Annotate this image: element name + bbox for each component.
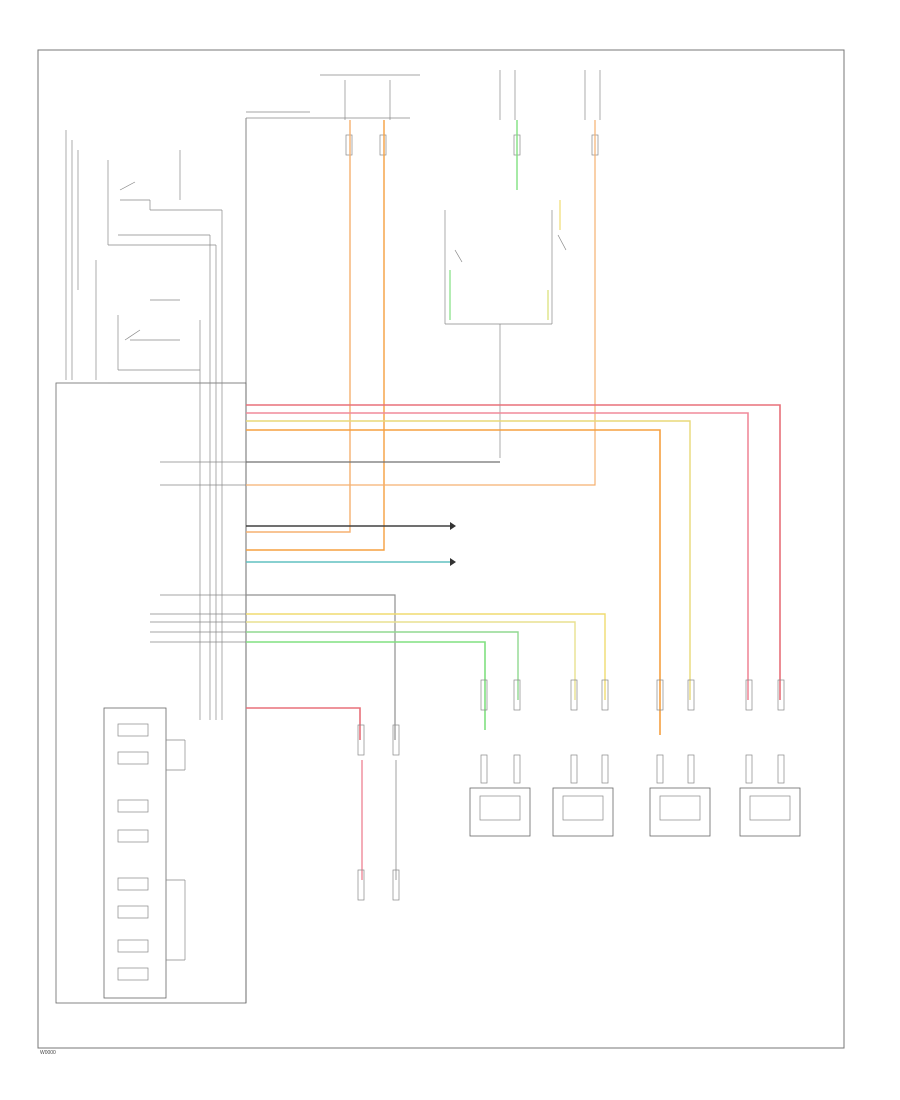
wheel-sensor-rr <box>552 787 614 837</box>
wire-red-1 <box>246 404 781 700</box>
wire-orange-top <box>246 120 351 533</box>
wire-yellow-top <box>246 120 385 551</box>
wheel-sensors <box>469 787 801 837</box>
relay-network <box>65 130 223 720</box>
wire-pink-1 <box>246 412 749 700</box>
footer-code: W0000 <box>40 1050 56 1056</box>
output-arrows <box>450 522 456 566</box>
wire-orange-1 <box>246 429 661 735</box>
wheel-sensor-lr <box>469 787 531 837</box>
wire-lgreen-2 <box>246 641 486 730</box>
connector-c-column <box>245 111 410 1003</box>
wire-yellow-2 <box>246 613 606 700</box>
top-connectors <box>320 70 601 156</box>
wire-yellow-1 <box>246 420 691 700</box>
brake-switches <box>444 210 567 458</box>
wire-lorange-top <box>246 120 596 486</box>
wheel-sensor-rf <box>649 787 711 837</box>
diagram-frame <box>37 49 845 1049</box>
abs-control-module <box>55 382 247 1004</box>
wheel-sensor-lf <box>739 787 801 837</box>
wire-harness <box>150 120 781 880</box>
wire-gray-2 <box>246 594 396 740</box>
wire-lyellow-2 <box>246 621 576 700</box>
wheel-sensor-connectors <box>357 679 785 901</box>
wire-green-2 <box>246 631 519 700</box>
wire-red-2 <box>246 707 361 740</box>
